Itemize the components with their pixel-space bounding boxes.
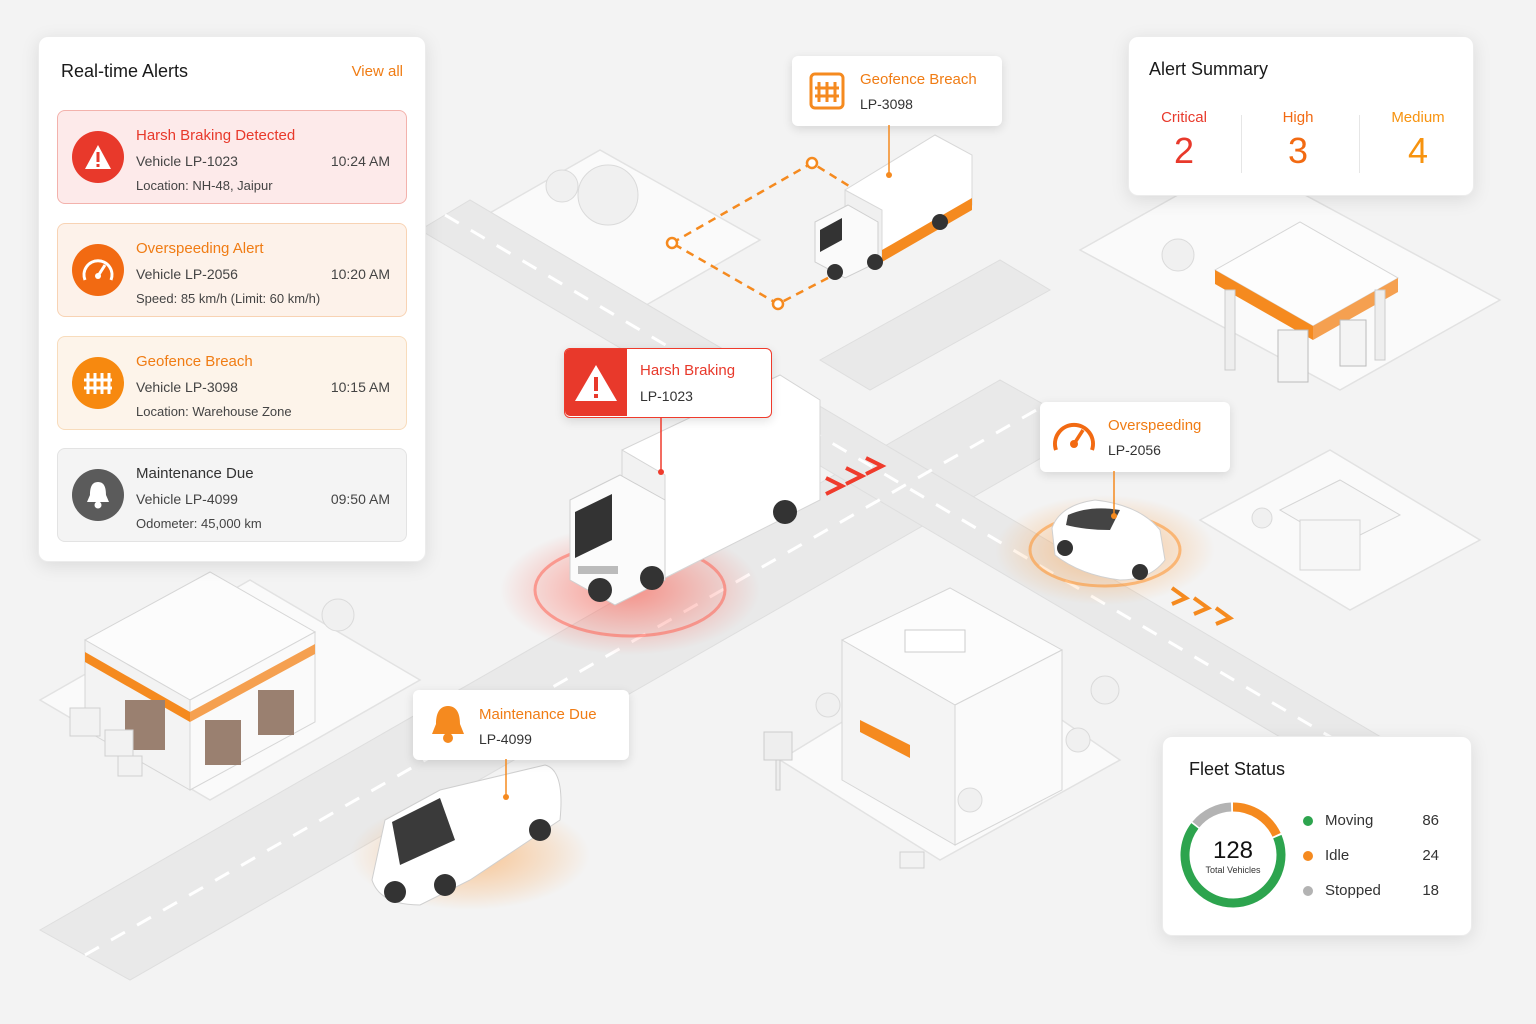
- callout-geofence-plate: LP-3098: [860, 96, 913, 112]
- alert-card-overspeeding[interactable]: Overspeeding Alert Vehicle LP-2056 10:20…: [57, 223, 407, 317]
- alert-vehicle: Vehicle LP-3098: [136, 379, 238, 395]
- bell-icon: [432, 706, 464, 743]
- callout-overspeeding[interactable]: Overspeeding LP-2056: [1040, 402, 1230, 472]
- alert-detail: Location: Warehouse Zone: [136, 404, 292, 419]
- callout-harsh-braking[interactable]: Harsh Braking LP-1023: [564, 348, 772, 418]
- brake-chevrons: [825, 456, 887, 496]
- callout-maintenance-plate: LP-4099: [479, 731, 532, 747]
- gas-station: [1213, 221, 1400, 383]
- callout-overspeeding-title: Overspeeding: [1108, 417, 1202, 434]
- alerts-panel: Real-time Alerts View all Harsh Braking …: [38, 36, 426, 562]
- legend-label: Stopped: [1325, 882, 1381, 899]
- legend-label: Moving: [1325, 812, 1374, 829]
- callout-pointer: [503, 759, 509, 800]
- alert-card-harsh-braking[interactable]: Harsh Braking Detected Vehicle LP-1023 1…: [57, 110, 407, 204]
- fleet-donut-chart: [1180, 802, 1286, 908]
- alert-vehicle: Vehicle LP-4099: [136, 491, 238, 507]
- legend-dot: [1303, 886, 1313, 896]
- donut-segment-moving: [1180, 802, 1286, 908]
- summary-label: Critical: [1161, 109, 1207, 126]
- alert-time: 09:50 AM: [330, 491, 390, 507]
- fence-icon: [72, 357, 124, 409]
- callout-maintenance-title: Maintenance Due: [479, 706, 597, 723]
- summary-critical[interactable]: Critical 2: [1129, 109, 1239, 172]
- warehouse: [83, 571, 317, 791]
- truck-lp-1023: [569, 374, 821, 606]
- alert-title: Harsh Braking Detected: [136, 127, 296, 144]
- car-lp-2056: [1051, 499, 1166, 581]
- alert-title: Geofence Breach: [136, 353, 253, 370]
- callout-pointer: [658, 417, 664, 475]
- callout-overspeeding-plate: LP-2056: [1108, 442, 1161, 458]
- view-all-link[interactable]: View all: [351, 63, 403, 80]
- alert-detail: Speed: 85 km/h (Limit: 60 km/h): [136, 291, 321, 306]
- legend-label: Idle: [1325, 847, 1350, 864]
- callout-maintenance[interactable]: Maintenance Due LP-4099: [413, 690, 629, 760]
- warning-icon: [72, 131, 124, 183]
- summary-count: 4: [1407, 130, 1429, 171]
- fleet-status-panel: Fleet Status 128 Total Vehicles Moving 8…: [1162, 736, 1472, 936]
- trees: [321, 164, 1273, 813]
- divider: [1359, 115, 1360, 173]
- alert-detail: Odometer: 45,000 km: [136, 516, 262, 531]
- callout-pointer: [1111, 471, 1117, 519]
- boxes: [69, 707, 925, 869]
- alert-time: 10:24 AM: [330, 153, 390, 169]
- callout-geofence-title: Geofence Breach: [860, 71, 977, 88]
- alert-vehicle: Vehicle LP-2056: [136, 266, 238, 282]
- truck-lp-3098: [814, 134, 973, 280]
- warning-icon: [565, 349, 627, 416]
- summary-medium[interactable]: Medium 4: [1363, 109, 1473, 172]
- callout-harsh-braking-title: Harsh Braking: [640, 362, 736, 379]
- callout-harsh-braking-plate: LP-1023: [640, 388, 693, 404]
- legend-dot: [1303, 816, 1313, 826]
- summary-high[interactable]: High 3: [1243, 109, 1353, 172]
- alert-time: 10:20 AM: [330, 266, 390, 282]
- alert-vehicle: Vehicle LP-1023: [136, 153, 238, 169]
- legend-value: 24: [1422, 847, 1439, 864]
- overspeed-chevrons: [1170, 586, 1235, 626]
- summary-label: High: [1282, 109, 1314, 126]
- alert-time: 10:15 AM: [330, 379, 390, 395]
- van-lp-4099: [371, 764, 562, 906]
- alert-title: Overspeeding Alert: [136, 240, 264, 257]
- fence-icon: [809, 72, 845, 110]
- donut-segment-idle: [1180, 802, 1286, 908]
- alert-summary-panel: Alert Summary Critical 2 High 3 Medium 4: [1128, 36, 1474, 196]
- fleet-status-title: Fleet Status: [1189, 759, 1286, 779]
- bell-icon: [72, 469, 124, 521]
- summary-label: Medium: [1391, 109, 1445, 126]
- signboard: [763, 731, 793, 791]
- summary-count: 2: [1173, 130, 1195, 171]
- speedometer-icon: [72, 244, 124, 296]
- alert-detail: Location: NH-48, Jaipur: [136, 178, 273, 193]
- lane-markings: [84, 213, 1396, 957]
- alert-summary-title: Alert Summary: [1149, 59, 1269, 79]
- fleet-total-label: Total Vehicles: [1205, 865, 1261, 875]
- legend-value: 86: [1422, 812, 1439, 829]
- legend-value: 18: [1422, 882, 1439, 899]
- alerts-panel-title: Real-time Alerts: [61, 61, 189, 81]
- fleet-total-count: 128: [1212, 837, 1254, 864]
- callout-pointer: [886, 125, 892, 178]
- divider: [1241, 115, 1242, 173]
- alert-card-geofence[interactable]: Geofence Breach Vehicle LP-3098 10:15 AM…: [57, 336, 407, 430]
- small-shelter: [1278, 479, 1402, 571]
- callout-geofence[interactable]: Geofence Breach LP-3098: [792, 56, 1002, 126]
- legend-dot: [1303, 851, 1313, 861]
- alert-card-maintenance[interactable]: Maintenance Due Vehicle LP-4099 09:50 AM…: [57, 448, 407, 542]
- alert-title: Maintenance Due: [136, 465, 254, 482]
- summary-count: 3: [1287, 130, 1309, 171]
- speedometer-icon: [1053, 422, 1095, 451]
